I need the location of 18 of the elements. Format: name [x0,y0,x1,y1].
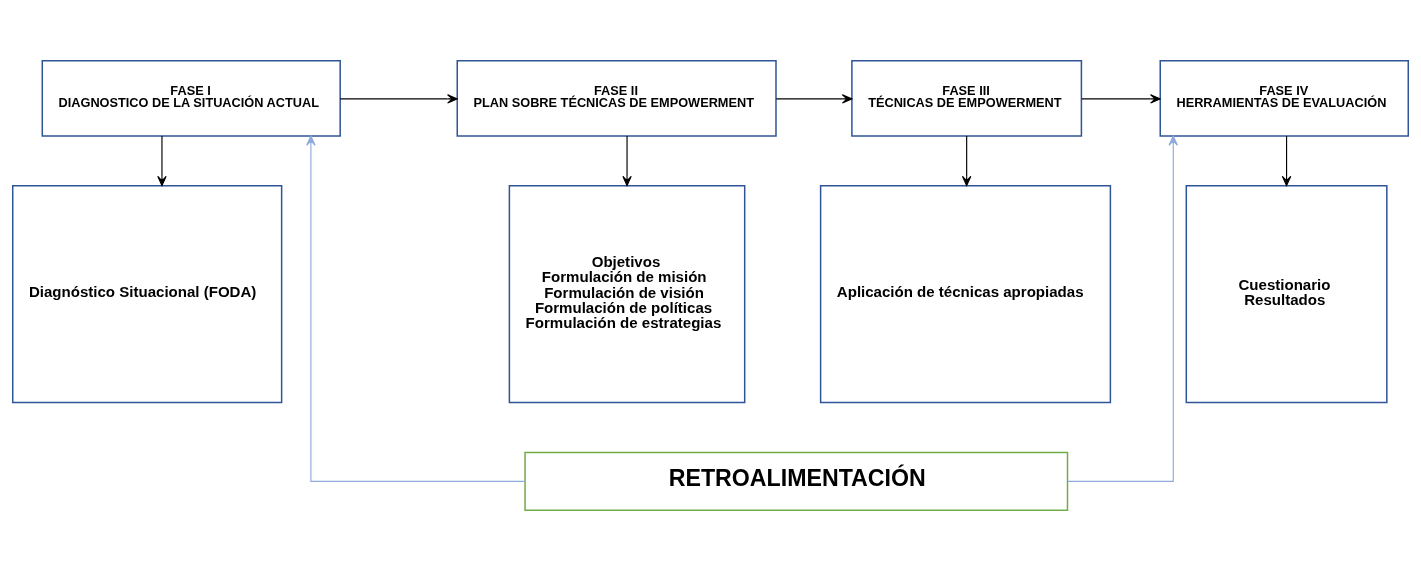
arrow [1281,135,1292,186]
node-box: Objetivos Formulación de misión Formulación de visión Formulación de políticas Formulación de estrategias [508,184,746,403]
node-box: Aplicación de técnicas apropiadas [819,184,1112,403]
arrow [157,135,167,186]
node-box: FASE I DIAGNOSTICO DE LA SITUACIÓN ACTUAL [41,59,341,137]
node-box: FASE III TÉCNICAS DE EMPOWERMENT [851,59,1083,137]
node-box: RETROALIMENTACIÓN [524,451,1069,511]
arrow [306,135,526,482]
node-box: FASE II PLAN SOBRE TÉCNICAS DE EMPOWERMENT [456,59,777,137]
node-box: Diagnóstico Situacional (FODA) [11,184,283,403]
node-box: FASE IV HERRAMIENTAS DE EVALUACIÓN [1159,59,1410,137]
node-box: Cuestionario Resultados [1185,184,1388,403]
arrow [775,93,853,104]
arrow [339,93,458,104]
arrow [1067,135,1178,482]
arrow [622,135,632,186]
arrow [961,135,972,186]
arrow [1081,93,1161,104]
